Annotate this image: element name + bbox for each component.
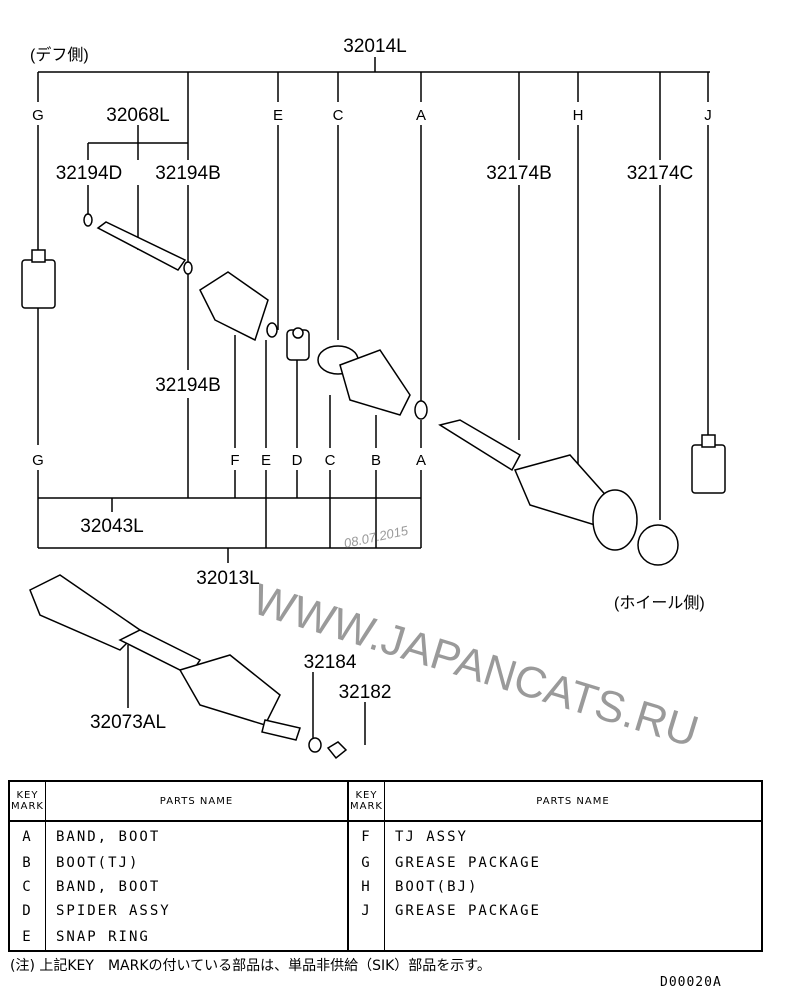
snap-ring-icon bbox=[266, 322, 278, 338]
key-mark-cell: B bbox=[9, 851, 46, 875]
part-illustrations bbox=[21, 213, 726, 760]
key-mark-c-top: C bbox=[333, 107, 344, 124]
parts-name-header: PARTS NAME bbox=[384, 781, 762, 822]
snap-ring-icon bbox=[83, 213, 93, 227]
inner-shaft-icon bbox=[96, 221, 187, 271]
key-mark-e-bottom: E bbox=[261, 452, 271, 469]
key-mark-cell: H bbox=[347, 875, 385, 899]
key-mark-cell: J bbox=[347, 899, 385, 923]
bj-housing-icon bbox=[592, 489, 638, 551]
key-mark-f-bottom: F bbox=[230, 452, 239, 469]
nut-icon bbox=[326, 741, 348, 760]
part-number-32184[interactable]: 32184 bbox=[304, 652, 357, 673]
key-mark-j-top: J bbox=[704, 107, 712, 124]
grease-package-right-icon bbox=[691, 434, 726, 494]
wheel-side-ring-icon bbox=[637, 524, 679, 566]
part-number-32182[interactable]: 32182 bbox=[339, 682, 392, 703]
grease-package-left-icon bbox=[21, 249, 56, 309]
key-mark-a-bottom: A bbox=[416, 452, 426, 469]
table-header: KEY MARK PARTS NAME KEY MARK PARTS NAME bbox=[9, 781, 762, 822]
driveshaft-assy-shaft-icon bbox=[118, 629, 202, 676]
exploded-diagram: (デフ側) (ホイール側) 32014L 32068L 32194D 32194… bbox=[21, 36, 726, 760]
part-number-32043L[interactable]: 32043L bbox=[80, 516, 143, 537]
key-mark-cell: E bbox=[9, 923, 46, 951]
part-number-32014L[interactable]: 32014L bbox=[343, 36, 406, 57]
tj-housing-icon bbox=[199, 271, 269, 342]
snap-ring-icon bbox=[183, 261, 193, 275]
parts-name-cell: GREASE PACKAGE bbox=[394, 855, 541, 871]
table-row: C BAND, BOOT H BOOT(BJ) bbox=[9, 875, 762, 899]
key-mark-header: KEY MARK bbox=[9, 781, 46, 822]
key-mark-h-top: H bbox=[573, 107, 584, 124]
part-number-32068L[interactable]: 32068L bbox=[106, 105, 169, 126]
boot-band-icon bbox=[414, 400, 428, 420]
table-row: A BAND, BOOT F TJ ASSY bbox=[9, 821, 762, 851]
table-row: E SNAP RING bbox=[9, 923, 762, 951]
part-number-32194B[interactable]: 32194B bbox=[155, 375, 221, 396]
key-mark-a-top: A bbox=[416, 107, 426, 124]
parts-name-cell: BOOT(BJ) bbox=[394, 879, 479, 895]
key-mark-header: KEY MARK bbox=[347, 781, 385, 822]
drawing-code: D00020A bbox=[660, 975, 722, 990]
footnote: (注) 上記KEY MARKの付いている部品は、単品非供給（SIK）部品を示す。 bbox=[10, 958, 491, 974]
key-mark-cell: F bbox=[347, 821, 385, 851]
part-number-32174C[interactable]: 32174C bbox=[627, 163, 694, 184]
key-mark-c-bottom: C bbox=[325, 452, 336, 469]
key-mark-d-bottom: D bbox=[292, 452, 303, 469]
key-mark-b-bottom: B bbox=[371, 452, 381, 469]
wheel-side-label: (ホイール側) bbox=[614, 594, 705, 612]
parts-name-cell: SPIDER ASSY bbox=[45, 899, 349, 923]
driveshaft-assy-stub-icon bbox=[261, 719, 301, 741]
diff-side-label: (デフ側) bbox=[30, 45, 89, 64]
part-number-32013L[interactable]: 32013L bbox=[196, 568, 259, 589]
washer-icon bbox=[308, 737, 322, 753]
parts-name-cell: TJ ASSY bbox=[394, 828, 468, 845]
parts-name-cell: BAND, BOOT bbox=[45, 875, 349, 899]
parts-name-cell: SNAP RING bbox=[45, 923, 349, 951]
leader-lines bbox=[37, 57, 710, 745]
key-mark-cell bbox=[347, 923, 385, 951]
part-number-32194D[interactable]: 32194D bbox=[56, 163, 123, 184]
key-mark-e-top: E bbox=[273, 107, 283, 124]
key-mark-cell: G bbox=[347, 851, 385, 875]
parts-name-header: PARTS NAME bbox=[45, 781, 349, 822]
key-mark-cell: D bbox=[9, 899, 46, 923]
key-mark-g-top: G bbox=[32, 107, 44, 124]
outer-shaft-icon bbox=[438, 419, 522, 472]
part-number-32174B[interactable]: 32174B bbox=[486, 163, 552, 184]
part-number-32194B[interactable]: 32194B bbox=[155, 163, 221, 184]
driveshaft-assy-bj-icon bbox=[178, 654, 281, 726]
table-row: B BOOT(TJ) G GREASE PACKAGE bbox=[9, 851, 762, 875]
parts-name-cell bbox=[384, 923, 762, 951]
parts-table: KEY MARK PARTS NAME KEY MARK PARTS NAME … bbox=[8, 780, 763, 952]
key-mark-cell: C bbox=[9, 875, 46, 899]
parts-name-cell: BAND, BOOT bbox=[45, 821, 349, 851]
parts-name-cell: BOOT(TJ) bbox=[45, 851, 349, 875]
tj-boot-icon bbox=[339, 349, 411, 416]
parts-name-cell: GREASE PACKAGE bbox=[394, 903, 541, 919]
table-row: D SPIDER ASSY J GREASE PACKAGE bbox=[9, 899, 762, 923]
key-mark-g-bottom: G bbox=[32, 452, 44, 469]
key-mark-cell: A bbox=[9, 821, 46, 851]
spider-assy-icon bbox=[286, 327, 310, 361]
part-number-32073AL[interactable]: 32073AL bbox=[90, 712, 166, 733]
